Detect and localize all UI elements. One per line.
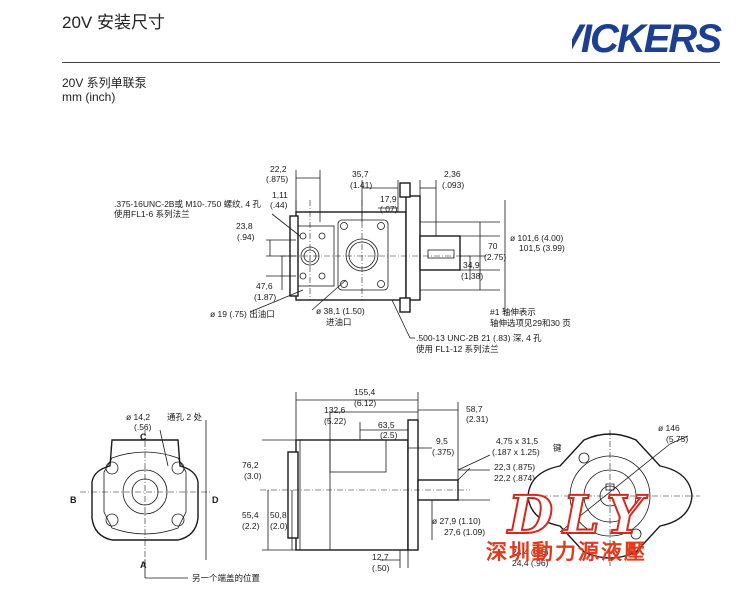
dim-34-9: 34,9 <box>463 260 480 270</box>
dim-17-9-in: (.07) <box>380 204 398 214</box>
vickers-logo: VICKERS <box>572 17 722 60</box>
note-thread-left: .375-16UNC-2B或 M10-.750 螺纹, 4 孔 <box>114 199 261 209</box>
dim-70-in: (2.75) <box>484 252 506 262</box>
dim-50-8-in: (2.0) <box>270 521 288 531</box>
dim-22-3: 22,3 (.875) <box>494 462 535 472</box>
dim-155-4: 155,4 <box>354 387 376 397</box>
dim-12-7: 12,7 <box>372 552 389 562</box>
dim-27-6: 27,6 (1.09) <box>444 527 485 537</box>
note-flange-left: 使用FL1-6 系列法兰 <box>114 209 190 219</box>
series-subtitle: 20V 系列单联泵 <box>62 76 147 90</box>
label-c: C <box>140 432 147 442</box>
dim-50-8: 50,8 <box>270 510 287 520</box>
dim-132-6: 132,6 <box>324 405 346 415</box>
dim-22-2b: 22,2 (.874) <box>494 473 535 483</box>
dim-2-36-in: (.093) <box>442 180 464 190</box>
dim-132-6-in: (5.22) <box>324 416 346 426</box>
dim-key-size: 4,75 x 31,5 <box>496 436 538 446</box>
note-inlet-size: ø 38,1 (1.50) <box>316 306 365 316</box>
note-outlet: ø 19 (.75) 出油口 <box>210 309 275 319</box>
label-d: D <box>212 495 219 505</box>
page-title: 20V 安装尺寸 <box>62 13 165 32</box>
dim-1-11: 1,11 <box>272 190 288 200</box>
dim-63-5-in: (2.5) <box>380 430 398 440</box>
dim-76-2: 76,2 <box>242 460 259 470</box>
dim-55-4: 55,4 <box>242 510 259 520</box>
dim-17-9: 17,9 <box>380 194 397 204</box>
watermark-letters: DLY <box>506 485 653 546</box>
dim-2-36: 2,36 <box>444 169 461 179</box>
header-rule <box>62 62 720 63</box>
dim-70: 70 <box>488 241 498 251</box>
dim-63-5: 63,5 <box>378 420 395 430</box>
dim-27-9: ø 27,9 (1.10) <box>432 516 481 526</box>
vickers-logo-text: VICKERS <box>572 17 722 60</box>
dim-22-2-in: (.875) <box>266 174 288 184</box>
dim-24-4b: 24,4 (.96) <box>512 558 549 568</box>
note-inlet: 进油口 <box>326 317 352 327</box>
dim-101-6: ø 101,6 (4.00) <box>510 233 564 243</box>
dim-101-5: 101,5 (3.99) <box>519 243 565 253</box>
dim-14-2: ø 14,2 <box>126 412 150 422</box>
dim-key-size-in: (.187 x 1.25) <box>492 447 540 457</box>
right-end-view: ø 146 (5.75) <box>520 423 700 566</box>
dim-155-4-in: (6.12) <box>354 398 376 408</box>
dim-35-7-in: (1.41) <box>350 180 372 190</box>
label-b: B <box>70 495 77 505</box>
top-view: 22,2 (.875) 1,11 (.44) 35,7 (1.41) 17,9 … <box>114 164 571 354</box>
dim-58-7: 58,7 <box>466 404 483 414</box>
dim-1-11-in: (.44) <box>270 200 288 210</box>
dim-34-9-in: (1.38) <box>461 271 483 281</box>
dim-35-7: 35,7 <box>352 169 369 179</box>
dim-58-7-in: (2.31) <box>466 414 488 424</box>
left-end-view: ø 14,2 (.56) 通孔 2 处 C B D A 另一个端盖的位置 <box>70 412 261 583</box>
dim-22-2: 22,2 <box>270 164 287 174</box>
watermark-company: 深圳動力源液壓 <box>486 539 647 564</box>
dim-55-4-in: (2.2) <box>242 521 260 531</box>
note-flange-right: 使用 FL1-12 系列法兰 <box>416 344 499 354</box>
dim-76-2-in: (3.0) <box>244 471 262 481</box>
note-shaft-code: #1 轴伸表示 <box>490 307 536 317</box>
note-key: 键 <box>553 443 562 453</box>
dim-23-8: 23,8 <box>236 221 253 231</box>
dim-9-5: 9,5 <box>436 436 448 446</box>
dim-146-in: (5.75) <box>666 434 688 444</box>
units-label: mm (inch) <box>62 90 116 104</box>
note-shaft-options: 轴伸选项见29和30 页 <box>490 318 571 328</box>
dim-9-5-in: (.375) <box>432 447 454 457</box>
note-other-cover: 另一个端盖的位置 <box>192 573 261 583</box>
dim-12-7-in: (.50) <box>372 563 390 573</box>
dly-watermark: DLY 深圳動力源液壓 <box>486 484 653 564</box>
dim-47-6-in: (1.87) <box>254 292 276 302</box>
note-through-hole: 通孔 2 处 <box>167 412 202 422</box>
note-thread-right: .500-13 UNC-2B 21 (.83) 深, 4 孔 <box>416 333 542 343</box>
dim-146: ø 146 <box>658 423 680 433</box>
label-a: A <box>140 560 147 570</box>
dim-24-4a: 24,4 (.96) <box>512 547 549 557</box>
side-view: 155,4 (6.12) 132,6 (5.22) 63,5 (2.5) 58,… <box>242 387 562 573</box>
dim-47-6: 47,6 <box>256 281 273 291</box>
dim-14-2-in: (.56) <box>134 422 152 432</box>
dim-23-8-in: (.94) <box>237 232 255 242</box>
